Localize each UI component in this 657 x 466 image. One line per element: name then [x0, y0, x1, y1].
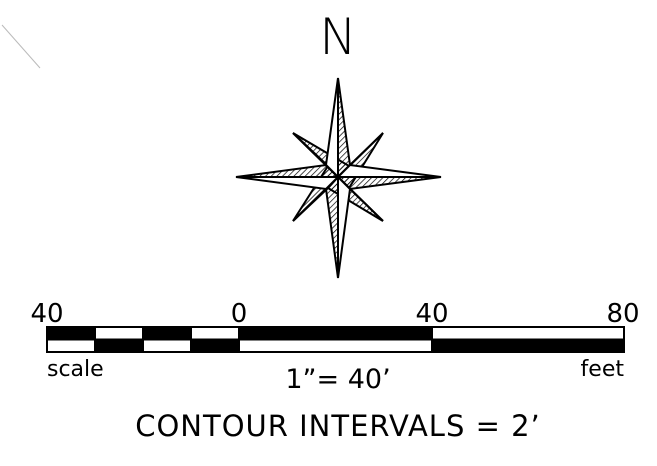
scale-tick-label: 40 — [30, 299, 63, 329]
north-label: N — [319, 8, 356, 66]
corner-artifact-line — [1, 24, 41, 69]
compass-rose-icon — [235, 77, 442, 279]
contour-interval-note: CONTOUR INTERVALS = 2’ — [135, 409, 541, 443]
scale-segment — [46, 326, 96, 341]
scale-segment — [431, 338, 625, 353]
scale-tick-label: 80 — [606, 299, 639, 329]
scale-tick-label: 0 — [231, 299, 248, 329]
scale-segment — [238, 326, 433, 341]
scale-bar — [46, 326, 625, 353]
scale-segment — [94, 338, 144, 353]
scale-segment — [190, 338, 240, 353]
scale-tick-label: 40 — [415, 299, 448, 329]
scale-segment — [142, 326, 192, 341]
scale-ratio-label: 1”= 40’ — [285, 364, 390, 395]
scale-label: scale — [47, 357, 104, 382]
units-label: feet — [581, 357, 625, 382]
